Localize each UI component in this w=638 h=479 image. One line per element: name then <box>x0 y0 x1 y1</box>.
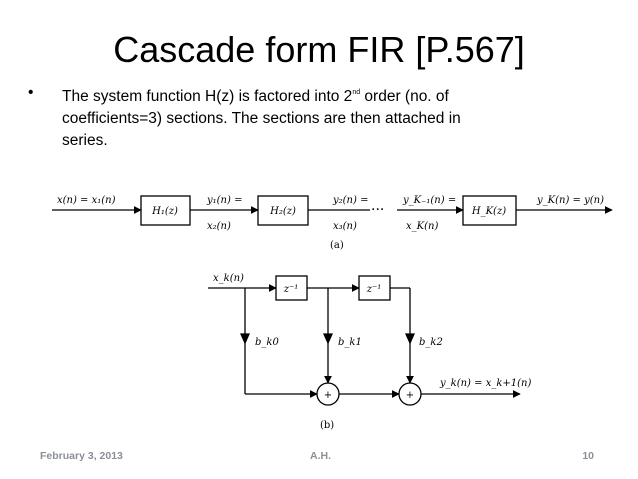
footer-author: A.H. <box>310 450 331 462</box>
block-label-hk: H_K(z) <box>471 206 506 217</box>
multiplier-arrow-0 <box>239 333 251 345</box>
caption-b: (b) <box>320 420 334 431</box>
adder-symbol-1: + <box>324 390 332 401</box>
block-label-h1: H₁(z) <box>151 206 178 217</box>
bullet-text: The system function H(z) is factored int… <box>62 82 613 152</box>
signal-label-xk: x_K(n) <box>406 221 438 232</box>
input-label-b: x_k(n) <box>213 273 244 284</box>
diagram-a <box>52 195 613 226</box>
ellipsis: ··· <box>371 202 384 218</box>
output-label-b: y_k(n) = x_k+1(n) <box>439 378 531 389</box>
block-label-h2: H₂(z) <box>269 206 296 217</box>
output-label-a: y_K(n) = y(n) <box>536 195 604 206</box>
bullet-superscript: nd <box>352 89 361 96</box>
input-label-a: x(n) = x₁(n) <box>57 195 116 206</box>
coefficient-label-2: b_k2 <box>419 337 443 348</box>
signal-label-y2: y₂(n) = <box>332 195 368 206</box>
bullet-line3: series. <box>62 132 108 149</box>
bullet-line2: coefficients=3) sections. The sections a… <box>62 110 461 127</box>
adder-symbol-2: + <box>406 390 414 401</box>
bullet-line1-before: The system function H(z) is factored int… <box>62 88 353 105</box>
coefficient-label-1: b_k1 <box>338 337 362 348</box>
multiplier-arrow-2 <box>404 333 416 345</box>
caption-a: (a) <box>330 240 344 251</box>
multiplier-arrow-1 <box>322 333 334 345</box>
footer-date: February 3, 2013 <box>40 450 123 462</box>
delay-label-2: z⁻¹ <box>366 284 382 295</box>
bullet-point: • The system function H(z) is factored i… <box>28 82 613 152</box>
signal-label-x2: x₂(n) <box>207 221 231 232</box>
signal-label-x3: x₃(n) <box>333 221 357 232</box>
slide-title: Cascade form FIR [P.567] <box>113 29 525 70</box>
delay-label-1: z⁻¹ <box>283 284 299 295</box>
diagram-b <box>208 275 521 406</box>
signal-label-y1: y₁(n) = <box>206 195 242 206</box>
signal-label-yk-1: y_K₋₁(n) = <box>402 195 456 206</box>
page-number: 10 <box>582 450 594 462</box>
bullet-symbol: • <box>28 84 34 101</box>
bullet-line1-after: order (no. of <box>360 88 449 105</box>
coefficient-label-0: b_k0 <box>255 337 279 348</box>
